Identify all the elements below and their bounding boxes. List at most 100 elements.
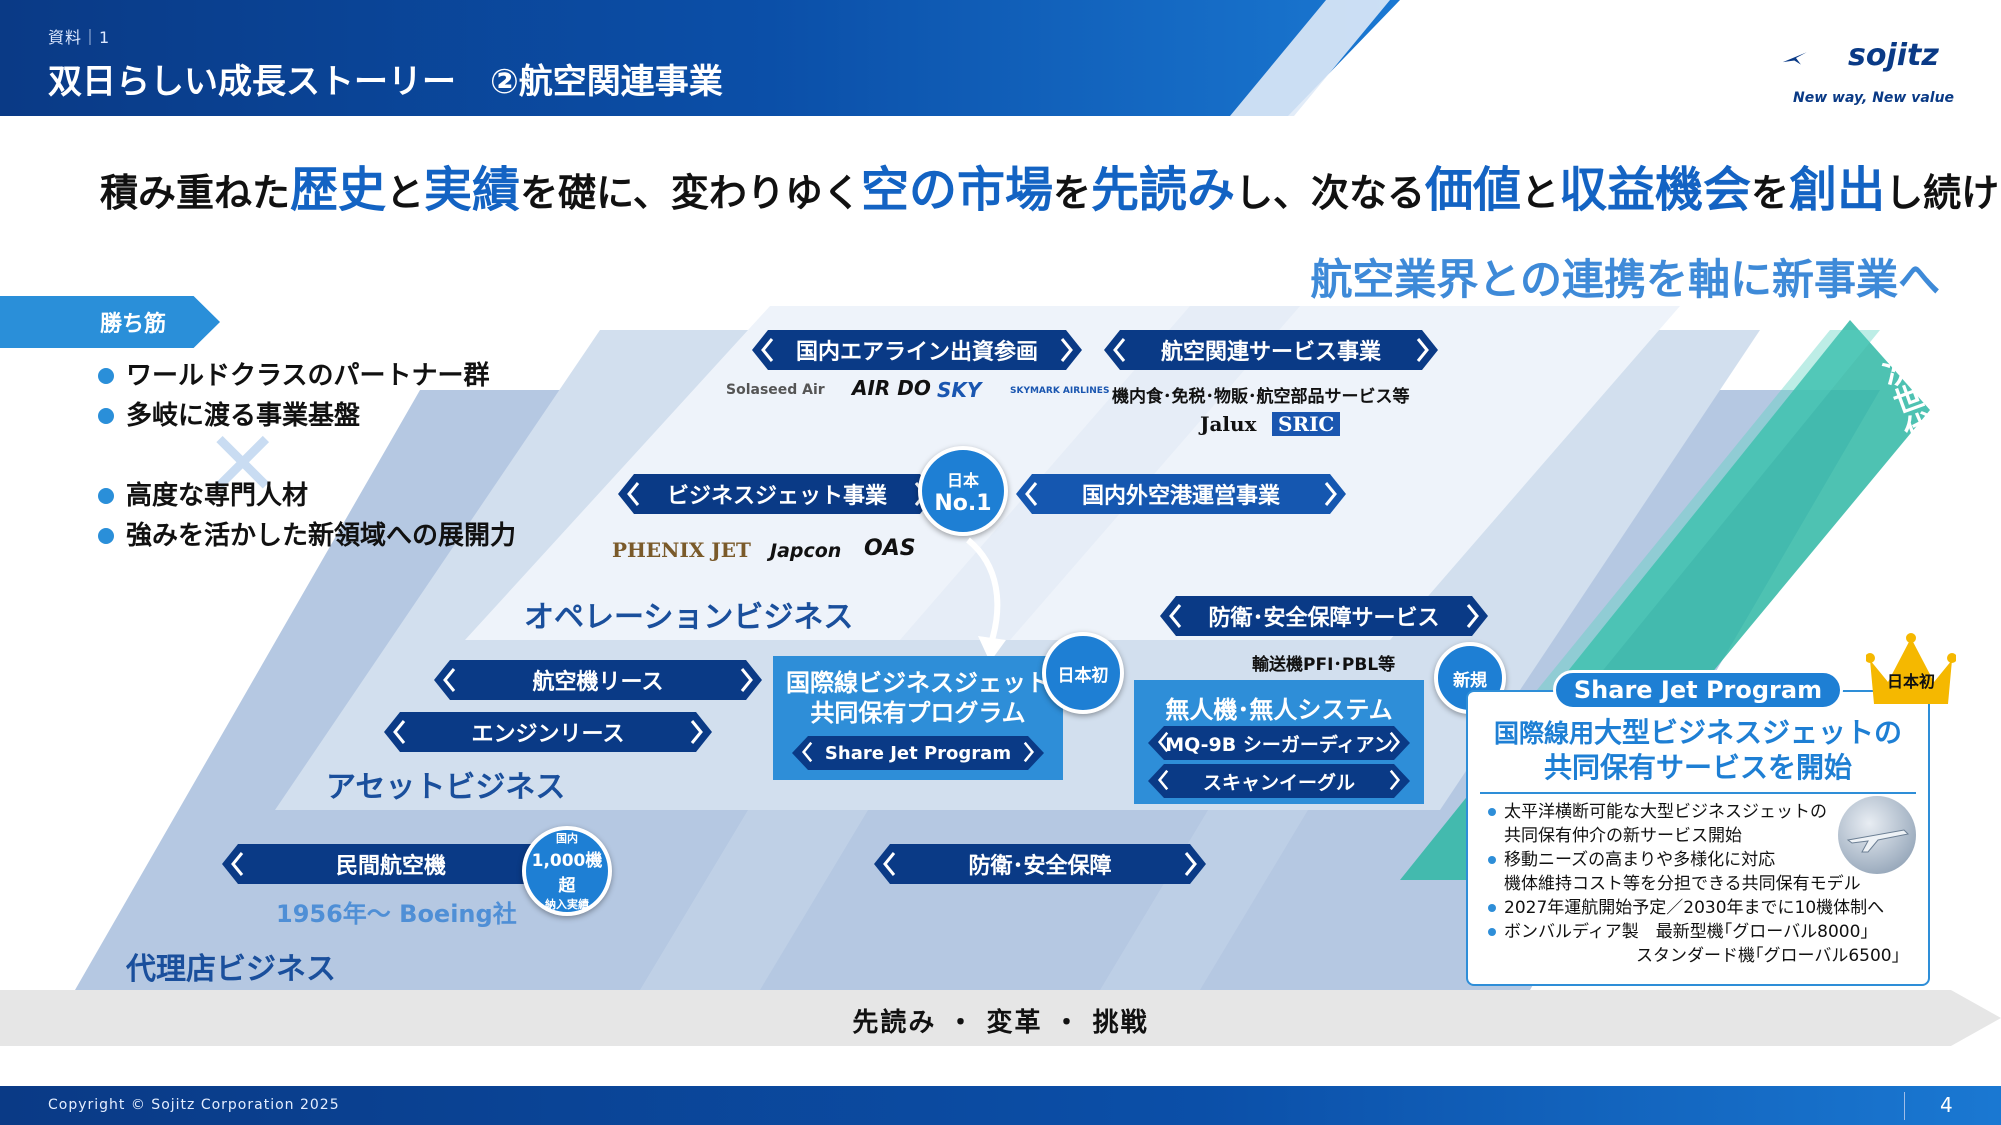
list-item: 強みを活かした新領域への展開力 xyxy=(98,516,516,556)
headline-highlight: 先読み xyxy=(1090,162,1235,218)
pill-label: 航空機リース xyxy=(532,670,664,695)
header-band xyxy=(0,0,2001,118)
mq9b-pill: MQ-9B シーガーディアン xyxy=(1148,726,1410,760)
share-jet-box-title: 国際線ビジネスジェット 共同保有プログラム xyxy=(773,668,1063,728)
bullet-dot-icon xyxy=(1488,808,1496,816)
badge-text: 日本初 xyxy=(1057,665,1109,686)
japcon-logo: Japcon xyxy=(770,540,842,562)
aviation-service-pill: 航空関連サービス事業 xyxy=(1104,330,1438,370)
chevron-left-icon xyxy=(1168,603,1182,629)
list-item-text: ワールドクラスのパートナー群 xyxy=(126,361,490,391)
chevron-left-icon xyxy=(800,741,814,763)
operation-business-label: オペレーションビジネス xyxy=(524,600,854,635)
list-item-text: 太平洋横断可能な大型ビジネスジェットの xyxy=(1504,802,1827,822)
chevron-left-icon xyxy=(760,337,774,363)
strengths-tab-label: 勝ち筋 xyxy=(100,312,167,337)
crown-icon xyxy=(1866,633,1956,704)
chevron-right-icon xyxy=(1416,337,1430,363)
pill-label: 国内外空港運営事業 xyxy=(1081,484,1280,509)
headline-highlight: 収益機会 xyxy=(1559,162,1752,218)
chevron-left-icon xyxy=(230,851,244,877)
pill-label: 防衛･安全保障サービス xyxy=(1208,606,1440,631)
chevron-left-icon xyxy=(392,719,406,745)
oas-logo: OAS xyxy=(864,536,916,561)
chevron-right-icon xyxy=(690,719,704,745)
list-item-text: 多岐に渡る事業基盤 xyxy=(126,401,361,431)
headline-part: と xyxy=(1521,171,1560,215)
chevron-left-icon xyxy=(1156,769,1170,791)
bullet-dot-icon xyxy=(98,408,114,424)
headline: 積み重ねた歴史と実績を礎に、変わりゆく空の市場を先読みし、次なる価値と収益機会を… xyxy=(100,150,2001,220)
chevron-right-icon xyxy=(1060,337,1074,363)
card-list: 太平洋横断可能な大型ビジネスジェットの 共同保有仲介の新サービス開始 移動ニーズ… xyxy=(1488,800,1900,968)
chevron-right-icon xyxy=(1388,731,1402,753)
list-item: 2027年運航開始予定／2030年までに10機体制へ xyxy=(1488,896,1900,920)
badge-text: 1,000機超 xyxy=(531,851,603,896)
defense-pill: 防衛･安全保障 xyxy=(874,844,1206,884)
sric-logo: SRIC xyxy=(1272,412,1341,436)
chevron-left-icon xyxy=(1156,731,1170,753)
bottom-bar-text: 先読み ・ 変革 ・ 挑戦 xyxy=(852,1008,1149,1038)
footer xyxy=(0,1086,2001,1125)
asset-business-label: アセットビジネス xyxy=(326,770,566,805)
headline-part: し、次なる xyxy=(1234,171,1425,215)
page-number: 4 xyxy=(1940,1093,1953,1117)
list-item-text: 高度な専門人材 xyxy=(126,481,309,511)
delivery-record-badge: 国内 1,000機超 納入実績 xyxy=(522,826,612,916)
bullet-dot-icon xyxy=(98,368,114,384)
list-item-text: 移動ニーズの高まりや多様化に対応 xyxy=(1504,850,1776,870)
headline-part: を礎に、変わりゆく xyxy=(520,171,861,215)
badge-text: No.1 xyxy=(934,490,992,516)
pill-label: 民間航空機 xyxy=(335,854,446,879)
copyright: Copyright © Sojitz Corporation 2025 xyxy=(48,1097,340,1113)
bullet-dot-icon xyxy=(98,488,114,504)
japan-no1-badge: 日本 No.1 xyxy=(918,446,1008,536)
badge-text: 国内 xyxy=(556,832,578,845)
skymark-airlines-logo: SKYMARK AIRLINES xyxy=(1010,386,1110,396)
badge-text: 納入実績 xyxy=(545,898,589,911)
headline-highlight: 実績 xyxy=(424,162,521,218)
strengths-tab xyxy=(0,296,220,348)
list-item: ボンバルディア製 最新型機｢グローバル8000｣ xyxy=(1488,920,1900,944)
pill-label: 防衛･安全保障 xyxy=(968,854,1112,879)
sojitz-logo-icon xyxy=(1782,52,1807,65)
list-item: 機体維持コスト等を分担できる共同保有モデル xyxy=(1504,874,1861,894)
card-title: Share Jet Program xyxy=(1553,670,1843,710)
page-title: 双日らしい成長ストーリー ②航空関連事業 xyxy=(48,62,723,102)
list-item-text: 2027年運航開始予定／2030年までに10機体制へ xyxy=(1504,898,1885,918)
cross-icon: ✕ xyxy=(205,412,281,517)
badge-text: 日本 xyxy=(946,470,979,490)
business-jet-photo xyxy=(1838,796,1916,874)
footer-divider xyxy=(1904,1092,1905,1120)
airplane-icon xyxy=(1846,829,1910,853)
headline-highlight: 空の市場 xyxy=(860,162,1053,218)
logo-tagline: New way, New value xyxy=(1793,90,1955,106)
arrow-down-icon xyxy=(966,537,1006,662)
chevron-left-icon xyxy=(1112,337,1126,363)
headline-highlight: 価値 xyxy=(1425,162,1522,218)
card-headline-part: 大型ビジネスジェットの xyxy=(1594,716,1903,749)
list-item: 高度な専門人材 xyxy=(98,476,516,516)
domestic-airline-pill: 国内エアライン出資参画 xyxy=(752,330,1082,370)
pill-label: エンジンリース xyxy=(471,722,625,747)
pill-label: Share Jet Program xyxy=(824,742,1012,764)
jalux-logo: Jalux xyxy=(1200,412,1257,436)
headline-part: を xyxy=(1052,171,1091,215)
japan-first-badge: 日本初 xyxy=(1042,632,1124,714)
civil-aircraft-pill: 民間航空機 xyxy=(222,844,560,884)
list-item: ワールドクラスのパートナー群 xyxy=(98,356,516,396)
headline-part: と xyxy=(386,171,425,215)
chevron-right-icon xyxy=(1388,769,1402,791)
headline-highlight: 歴史 xyxy=(290,162,387,218)
logo-wordmark: sojitz xyxy=(1848,38,1939,73)
pill-label: MQ-9B シーガーディアン xyxy=(1165,733,1393,756)
chevron-right-icon xyxy=(1324,481,1338,507)
chevron-right-icon xyxy=(1022,741,1036,763)
chevron-right-icon xyxy=(1466,603,1480,629)
pill-label: 国内エアライン出資参画 xyxy=(795,340,1038,365)
aviation-service-note: 機内食･免税･物販･航空部品サービス等 xyxy=(1112,387,1410,407)
headline-part: 積み重ねた xyxy=(100,171,291,215)
defense-service-note: 輸送機PFI･PBL等 xyxy=(1252,655,1396,675)
scaneagle-pill: スキャンイーグル xyxy=(1148,764,1410,798)
airport-operation-pill: 国内外空港運営事業 xyxy=(1016,474,1346,514)
